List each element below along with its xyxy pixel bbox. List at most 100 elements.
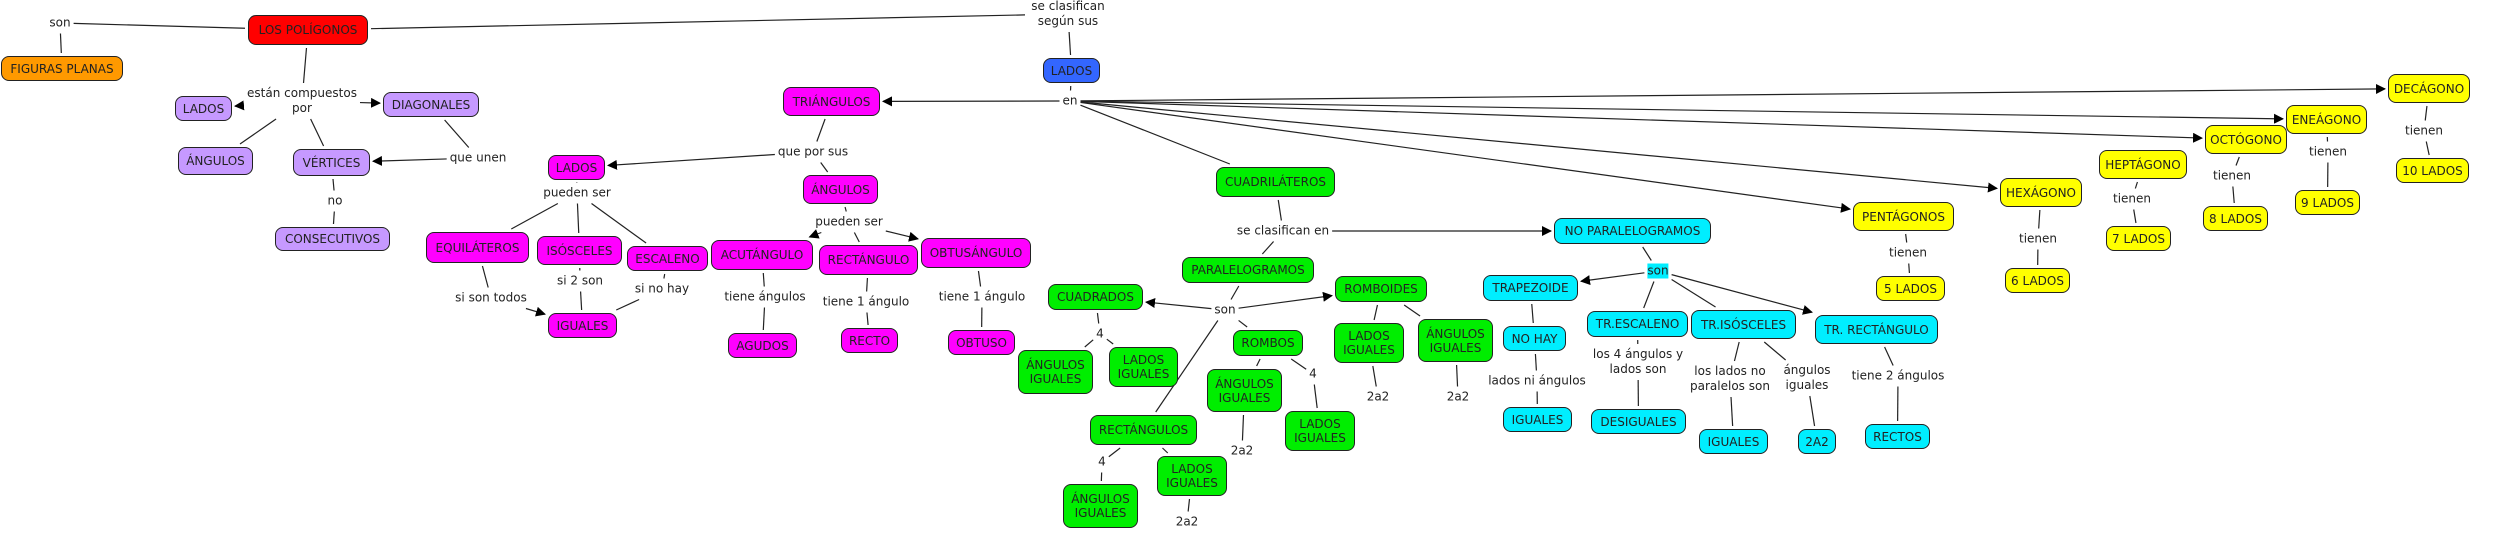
node-eight-sides[interactable]: 8 LADOS [2203, 206, 2268, 231]
node-acute-angles[interactable]: AGUDOS [728, 333, 797, 358]
link-label: 2a2 [1175, 514, 1199, 530]
node-sides-classifier[interactable]: LADOS [1043, 58, 1100, 83]
node-squares-equal-angles[interactable]: ÁNGULOS IGUALES [1018, 350, 1093, 394]
node-rectangles[interactable]: RECTÁNGULOS [1090, 415, 1197, 445]
node-rhombi-equal-angles[interactable]: ÁNGULOS IGUALES [1207, 369, 1282, 412]
node-tr-scalene[interactable]: TR.ESCALENO [1587, 311, 1688, 337]
node-six-sides[interactable]: 6 LADOS [2005, 268, 2070, 293]
link-label: si son todos [455, 290, 527, 306]
link-line [853, 232, 860, 243]
node-right-angle[interactable]: RECTO [841, 328, 898, 353]
link-label: son [1647, 263, 1669, 279]
node-rhomboids[interactable]: ROMBOIDES [1335, 276, 1427, 302]
node-scalene[interactable]: ESCALENO [627, 246, 708, 271]
node-angles-components[interactable]: ÁNGULOS [178, 147, 253, 175]
node-rectangles-equal-angles[interactable]: ÁNGULOS IGUALES [1063, 484, 1138, 528]
node-obtuse-angle[interactable]: OBTUSO [948, 330, 1015, 355]
node-squares-equal-sides[interactable]: LADOS IGUALES [1109, 347, 1178, 387]
link-line [1290, 358, 1307, 370]
link-line [510, 202, 559, 230]
link-line [2232, 186, 2235, 204]
node-pentagons[interactable]: PENTÁGONOS [1853, 202, 1954, 231]
node-heptagon[interactable]: HEPTÁGONO [2099, 150, 2187, 179]
node-rhombi[interactable]: ROMBOS [1233, 330, 1303, 356]
node-squares[interactable]: CUADRADOS [1048, 284, 1143, 310]
node-no-hay[interactable]: NO HAY [1503, 326, 1566, 351]
node-rhomboids-equal-angles[interactable]: ÁNGULOS IGUALES [1418, 319, 1493, 362]
node-tr-right[interactable]: TR. RECTÁNGULO [1815, 315, 1938, 344]
node-diagonals[interactable]: DIAGONALES [383, 92, 479, 117]
node-rhombi-equal-sides[interactable]: LADOS IGUALES [1285, 411, 1355, 451]
node-non-parallelograms[interactable]: NO PARALELOGRAMOS [1554, 218, 1711, 244]
node-trapezoid-equal[interactable]: IGUALES [1503, 407, 1572, 432]
node-unequal[interactable]: DESIGUALES [1591, 409, 1686, 434]
node-right-triangle[interactable]: RECTÁNGULO [819, 245, 918, 275]
node-equilateral[interactable]: EQUILÁTEROS [426, 232, 529, 263]
link-label: 4 [1309, 366, 1317, 382]
node-vertices[interactable]: VÉRTICES [293, 149, 370, 176]
link-label: 4 [1096, 326, 1104, 342]
link-line [1531, 303, 1534, 324]
node-ten-sides[interactable]: 10 LADOS [2396, 158, 2469, 183]
link-line [1884, 346, 1894, 366]
link-label: tienen [2212, 168, 2252, 184]
node-triangle-equal[interactable]: IGUALES [548, 313, 617, 338]
link-line [1230, 285, 1240, 300]
node-triangle-angles[interactable]: ÁNGULOS [803, 175, 878, 204]
node-nine-sides[interactable]: 9 LADOS [2295, 190, 2360, 215]
link-arrow [1080, 101, 1998, 193]
node-consecutive[interactable]: CONSECUTIVOS [275, 227, 390, 251]
node-right-angles[interactable]: RECTOS [1865, 424, 1930, 449]
node-polygons[interactable]: LOS POLÍGONOS [248, 15, 368, 45]
node-acute[interactable]: ACUTÁNGULO [711, 240, 813, 270]
link-arrow [607, 153, 775, 170]
node-trapezoid[interactable]: TRAPEZOIDE [1483, 275, 1578, 301]
link-label: tiene ángulos [724, 289, 806, 305]
link-line [59, 33, 62, 54]
link-label: son [1214, 302, 1236, 318]
node-isosceles[interactable]: ISÓSCELES [537, 236, 622, 265]
link-line [576, 203, 580, 234]
link-line [1261, 241, 1275, 255]
node-rhomboids-equal-sides[interactable]: LADOS IGUALES [1334, 323, 1404, 363]
link-label: se clasifican según sus [1028, 0, 1108, 29]
node-parallelograms[interactable]: PARALELOGRAMOS [1182, 257, 1314, 283]
node-obtuse[interactable]: OBTUSÁNGULO [921, 238, 1031, 268]
node-decagon[interactable]: DECÁGONO [2388, 74, 2470, 103]
link-arrow [359, 97, 381, 108]
link-arrow [1580, 272, 1645, 286]
node-enneagon[interactable]: ENEÁGONO [2286, 105, 2367, 134]
link-label: tienen [1888, 245, 1928, 261]
link-line [1671, 279, 1716, 308]
link-arrow [808, 229, 822, 239]
node-tr-isosceles-2a2[interactable]: 2A2 [1798, 429, 1836, 454]
link-line [866, 277, 869, 292]
link-label: están compuestos por [247, 86, 357, 116]
node-triangle-sides[interactable]: LADOS [548, 155, 605, 180]
link-line [1763, 341, 1787, 361]
node-five-sides[interactable]: 5 LADOS [1876, 276, 1945, 301]
link-label: que por sus [777, 144, 849, 160]
link-line [239, 118, 277, 145]
node-sides-components[interactable]: LADOS [175, 96, 232, 121]
node-rectangles-equal-sides[interactable]: LADOS IGUALES [1157, 456, 1227, 496]
node-seven-sides[interactable]: 7 LADOS [2106, 226, 2171, 251]
node-tr-isosceles[interactable]: TR.ISÓSCELES [1691, 310, 1796, 339]
link-line [1809, 395, 1816, 427]
link-label: pueden ser [815, 214, 883, 230]
link-line [762, 272, 765, 287]
node-tr-isosceles-equal[interactable]: IGUALES [1699, 429, 1768, 454]
link-label: lados ni ángulos [1488, 373, 1586, 389]
link-line [1730, 396, 1734, 427]
link-line [591, 203, 647, 244]
node-triangles[interactable]: TRIÁNGULOS [783, 87, 880, 116]
link-line [1403, 304, 1421, 317]
link-line [1905, 233, 1908, 243]
link-line [1643, 281, 1655, 309]
node-octagon[interactable]: OCTÓGONO [2205, 125, 2287, 154]
node-plane-figures[interactable]: FIGURAS PLANAS [1, 56, 123, 81]
link-line [2424, 105, 2428, 121]
link-label: los lados no paralelos son [1685, 364, 1775, 394]
node-quadrilaterals[interactable]: CUADRILÁTEROS [1216, 167, 1335, 197]
node-hexagon[interactable]: HEXÁGONO [2000, 178, 2082, 207]
